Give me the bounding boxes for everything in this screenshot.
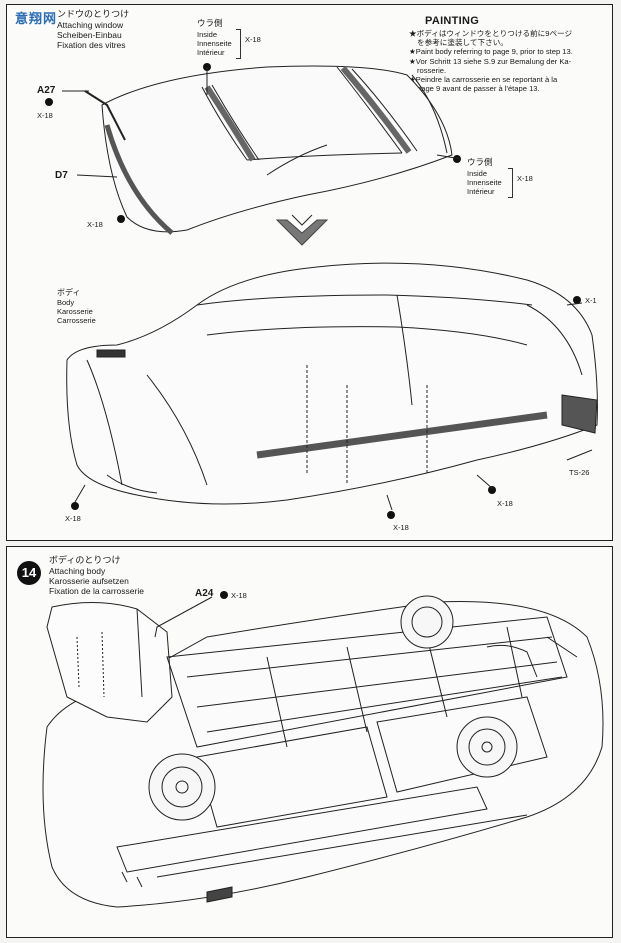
step-13-panel: 意翔网 ンドウのとりつけ Attaching window Scheiben-E… (6, 4, 613, 541)
screw-bottom-mid: X-18 (393, 523, 409, 532)
screw-icon (488, 486, 496, 494)
body-label-de: Karosserie (57, 307, 93, 316)
painting-title: PAINTING (425, 15, 480, 27)
body-label-fr: Carrosserie (57, 316, 96, 325)
screw-bottom-left: X-18 (65, 514, 81, 523)
screw-icon (45, 98, 53, 106)
step14-title-fr: Fixation de la carrosserie (49, 586, 144, 596)
painting-note: page 9 avant de passer à l'étape 13. (417, 84, 540, 94)
part-d7-label: D7 (55, 170, 68, 181)
step14-title-jp: ボディのとりつけ (49, 555, 121, 565)
painting-note: ★Peindre la carrosserie en se reportant … (409, 75, 558, 85)
inside-top-jp: ウラ側 (197, 18, 223, 28)
inside-right-de: Innenseite (467, 178, 502, 187)
screw-icon (453, 155, 461, 163)
painting-note: ★Paint body referring to page 9, prior t… (409, 47, 573, 57)
part-a27-screw: X-18 (37, 111, 53, 120)
painting-notes: ★ボディはウィンドウをとりつける前に9ページ を参考に塗装して下さい。 ★Pai… (409, 29, 573, 93)
step13-title-en: Attaching window (57, 20, 124, 30)
inside-right-jp: ウラ側 (467, 157, 493, 167)
part-a27-label: A27 (37, 85, 56, 96)
screw-icon (220, 591, 228, 599)
screw-left-label: X-18 (87, 220, 103, 229)
bracket (236, 29, 241, 59)
screw-icon (573, 296, 581, 304)
bracket (508, 168, 513, 198)
painting-note: rosserie. (417, 65, 447, 75)
step14-illustration (42, 595, 604, 908)
screw-bottom-right: X-18 (497, 499, 513, 508)
painting-note: ★ボディはウィンドウをとりつける前に9ページ (409, 29, 573, 38)
painting-note: ★Vor Schritt 13 siehe S.9 zur Bemalung d… (409, 56, 572, 66)
step13-title-fr: Fixation des vitres (57, 40, 126, 50)
inside-top-fr: Intérieur (197, 48, 225, 57)
step13-title-de: Scheiben-Einbau (57, 30, 122, 40)
part-a24-screw: X-18 (231, 591, 247, 600)
inside-right-fr: Intérieur (467, 187, 495, 196)
screw-icon (71, 502, 79, 510)
inside-right-screw: X-18 (517, 174, 533, 183)
screw-icon (387, 511, 395, 519)
screw-icon (117, 215, 125, 223)
ts26-label: TS-26 (569, 468, 590, 477)
inside-top-de: Innenseite (197, 39, 232, 48)
body-label-jp: ボディ (57, 288, 81, 297)
inside-right-en: Inside (467, 169, 488, 178)
step14-title-en: Attaching body (49, 566, 106, 576)
part-a24-label: A24 (195, 588, 214, 599)
inside-top-screw: X-18 (245, 35, 261, 44)
step14-title-de: Karosserie aufsetzen (49, 576, 129, 586)
step-14-panel: 14 ボディのとりつけ Attaching body Karosserie au… (6, 546, 613, 938)
watermark-logo: 意翔网 (15, 11, 58, 26)
step-number-badge: 14 (17, 561, 41, 585)
painting-note: を参考に塗装して下さい。 (417, 38, 508, 48)
step13-title-jp: ンドウのとりつけ (57, 9, 130, 19)
x1-label: X-1 (585, 296, 597, 305)
inside-top-en: Inside (197, 30, 218, 39)
step13-illustration (62, 65, 598, 511)
body-label-en: Body (57, 298, 75, 307)
